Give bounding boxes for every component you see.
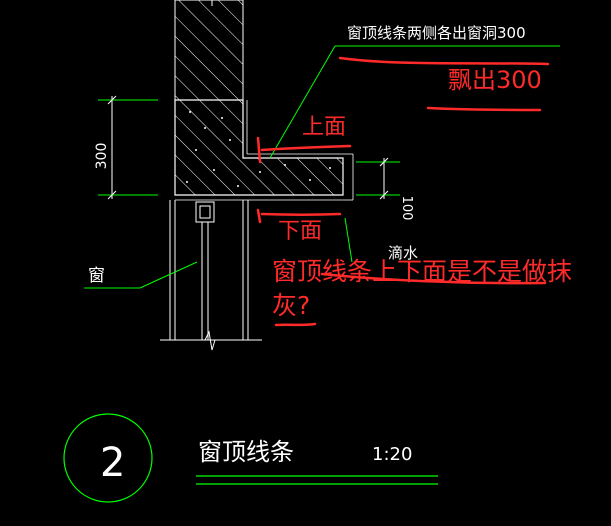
dimension-left [98, 95, 158, 200]
dimension-right-text: 100 [399, 196, 414, 221]
detail-title: 窗顶线条 [198, 438, 294, 466]
drip-leader [344, 217, 353, 263]
markup-question-line1: 窗顶线条上下面是不是做抹 [272, 257, 572, 286]
markup-top-face: 上面 [302, 115, 346, 140]
red-markup-strokes [256, 56, 550, 327]
window-leader [84, 261, 198, 289]
wall-section [174, 0, 244, 195]
note-leader [269, 45, 560, 159]
detail-scale: 1:20 [372, 444, 412, 465]
leader-note-text: 窗顶线条两侧各出窗洞300 [347, 24, 526, 42]
markup-bottom-face: 下面 [278, 219, 322, 244]
detail-number: 2 [100, 440, 125, 486]
dimension-left-text: 300 [94, 143, 110, 170]
drip-label: 滴水 [388, 244, 418, 262]
markup-protrude: 飘出300 [448, 66, 542, 94]
window-frame [160, 200, 262, 351]
lintel-concrete [174, 99, 354, 201]
window-label: 窗 [88, 266, 105, 286]
detail-bubble [63, 413, 153, 503]
dimension-right [356, 157, 400, 200]
markup-question-line2: 灰? [272, 291, 310, 320]
